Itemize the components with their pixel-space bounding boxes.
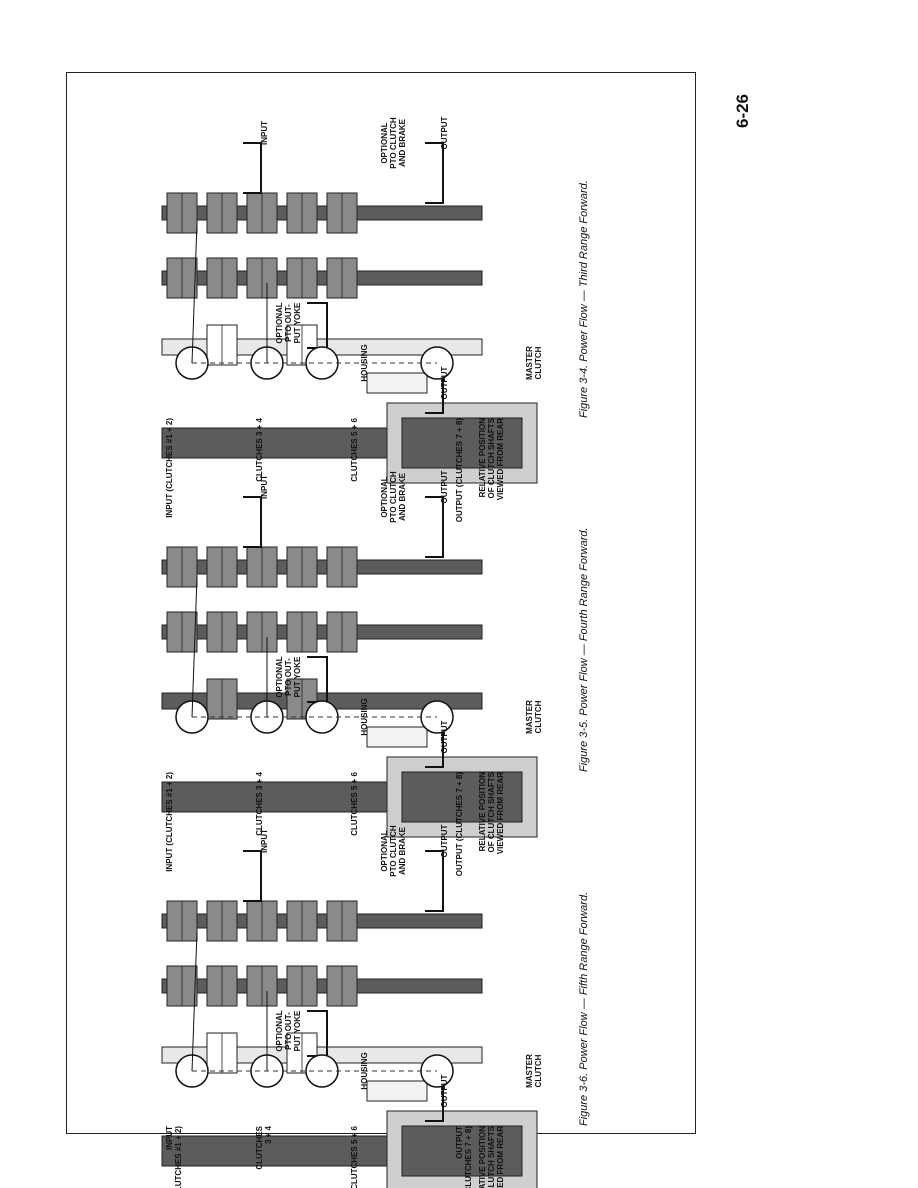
figure-caption: Figure 3-6. Power Flow — Fifth Range For…	[578, 892, 590, 1126]
relative-position-label-line-3: VIEWED FROM REAR	[496, 1126, 505, 1188]
input-leader	[191, 222, 198, 364]
master-clutch-label-line-1: MASTER	[525, 346, 534, 380]
master-clutch-label-line-1: MASTER	[525, 1054, 534, 1088]
pto-clutch-label-line-1: OPTIONAL	[380, 476, 389, 517]
clutches-5-6-label: CLUTCHES 5 + 6	[350, 771, 359, 835]
figure-frame: INPUT (CLUTCHES #1 + 2) CLUTCHES 3 + 4 CLU…	[66, 72, 696, 1188]
master-clutch-label-line-2: CLUTCH	[534, 700, 543, 733]
pto-clutch-label-line-2: PTO CLUTCH	[389, 825, 398, 877]
housing-label: HOUSING	[360, 1052, 369, 1089]
relative-position-label-line-1: RELATIVE POSITION	[478, 1126, 487, 1188]
page-number-text: 6-26	[733, 94, 752, 128]
output-label-line-2: (CLUTCHES 7 + 8)	[464, 1126, 473, 1188]
relative-position-label-line-3: VIEWED FROM REAR	[496, 772, 505, 854]
input-leader	[191, 930, 198, 1072]
input-shaft	[161, 205, 483, 221]
pto-clutch-label-line-2: PTO CLUTCH	[389, 117, 398, 169]
input-label: INPUT (CLUTCHES #1 + 2)	[165, 772, 174, 872]
page-number: 6-26	[733, 94, 752, 128]
shaft-input-label: INPUT	[260, 829, 269, 853]
figure-3-5-fourth-range: INPUT (CLUTCHES #1 + 2) CLUTCHES 3 + 4 CLU…	[161, 470, 590, 876]
figure-caption: Figure 3-5. Power Flow — Fourth Range Fo…	[578, 527, 590, 772]
pto-yoke-label-line-1: OPTIONAL	[275, 1010, 284, 1051]
shaft-input-label: INPUT	[260, 121, 269, 145]
relative-position-label-line-1: RELATIVE POSITION	[478, 418, 487, 498]
figure-caption: Figure 3-4. Power Flow — Third Range For…	[578, 180, 590, 418]
master-clutch-pack	[401, 1125, 523, 1177]
relative-position-label-line-3: VIEWED FROM REAR	[496, 418, 505, 500]
pto-yoke-label-line-1: OPTIONAL	[275, 656, 284, 697]
input-bracket	[243, 142, 262, 194]
clutch-3-4-shaft	[161, 978, 483, 994]
clutches-3-4-label-line-1: CLUTCHES	[255, 1125, 264, 1169]
pto-clutch-label-line-1: OPTIONAL	[380, 122, 389, 163]
master-clutch-label-line-2: CLUTCH	[534, 346, 543, 379]
output-bracket-top	[425, 850, 444, 912]
shaft-output-end-label: OUTPUT	[440, 1074, 449, 1107]
pto-yoke-label-line-3: PUT YOKE	[293, 302, 302, 343]
pto-clutch-label-line-3: AND BRAKE	[398, 826, 407, 875]
output-label: OUTPUT (CLUTCHES 7 + 8)	[455, 418, 464, 523]
pto-clutch-label-line-3: AND BRAKE	[398, 472, 407, 521]
pto-yoke-label-line-1: OPTIONAL	[275, 302, 284, 343]
output-label-line-1: OUTPUT	[455, 1126, 464, 1159]
clutches-3-4-label: CLUTCHES 3 + 4	[255, 417, 264, 481]
pto-yoke-label-line-2: PTO OUT-	[284, 658, 293, 696]
shaft-output-label: OUTPUT	[440, 824, 449, 857]
input-label-line-2: (CLUTCHES #1 + 2)	[174, 1126, 183, 1188]
clutch-3-4-shaft	[161, 624, 483, 640]
input-label-line-1: INPUT	[165, 1126, 174, 1150]
pto-clutch-label-line-2: PTO CLUTCH	[389, 471, 398, 523]
input-bracket	[243, 850, 262, 902]
input-bracket	[243, 496, 262, 548]
clutch-3-4-shaft	[161, 270, 483, 286]
output-bracket-top	[425, 496, 444, 558]
master-clutch-pack	[401, 771, 523, 823]
master-clutch-pack	[401, 417, 523, 469]
figure-3-4-third-range: INPUT (CLUTCHES #1 + 2) CLUTCHES 3 + 4 CLU…	[161, 116, 590, 522]
pto-yoke-label-line-3: PUT YOKE	[293, 1010, 302, 1051]
master-clutch-label-line-1: MASTER	[525, 700, 534, 734]
shaft-output-end-label: OUTPUT	[440, 720, 449, 753]
housing-case	[366, 1080, 428, 1102]
pto-yoke-label-line-2: PTO OUT-	[284, 1012, 293, 1050]
housing-label: HOUSING	[360, 698, 369, 735]
housing-label: HOUSING	[360, 344, 369, 381]
relative-position-label-line-2: OF CLUTCH SHAFTS	[487, 417, 496, 498]
input-leader	[191, 576, 198, 718]
pto-clutch-label-line-3: AND BRAKE	[398, 118, 407, 167]
master-clutch-label-line-2: CLUTCH	[534, 1054, 543, 1087]
housing-case	[366, 726, 428, 748]
relative-position-label-line-1: RELATIVE POSITION	[478, 772, 487, 852]
relative-position-label-line-2: OF CLUTCH SHAFTS	[487, 771, 496, 852]
shaft-output-label: OUTPUT	[440, 116, 449, 149]
shaft-input-label: INPUT	[260, 475, 269, 499]
clutches-5-6-label: CLUTCHES 5 + 6	[350, 1125, 359, 1188]
housing-case	[366, 372, 428, 394]
clutches-5-6-label: CLUTCHES 5 + 6	[350, 417, 359, 481]
output-bracket-top	[425, 142, 444, 204]
shaft-output-label: OUTPUT	[440, 470, 449, 503]
clutches-3-4-label-line-2: 3 + 4	[264, 1125, 273, 1144]
input-shaft	[161, 559, 483, 575]
input-label: INPUT (CLUTCHES #1 + 2)	[165, 418, 174, 518]
input-shaft	[161, 913, 483, 929]
clutches-3-4-label: CLUTCHES 3 + 4	[255, 771, 264, 835]
pto-yoke-label-line-2: PTO OUT-	[284, 304, 293, 342]
shaft-output-end-label: OUTPUT	[440, 366, 449, 399]
relative-position-label-line-2: OF CLUTCH SHAFTS	[487, 1125, 496, 1188]
output-label: OUTPUT (CLUTCHES 7 + 8)	[455, 772, 464, 877]
pto-clutch-label-line-1: OPTIONAL	[380, 830, 389, 871]
pto-yoke-label-line-3: PUT YOKE	[293, 656, 302, 697]
